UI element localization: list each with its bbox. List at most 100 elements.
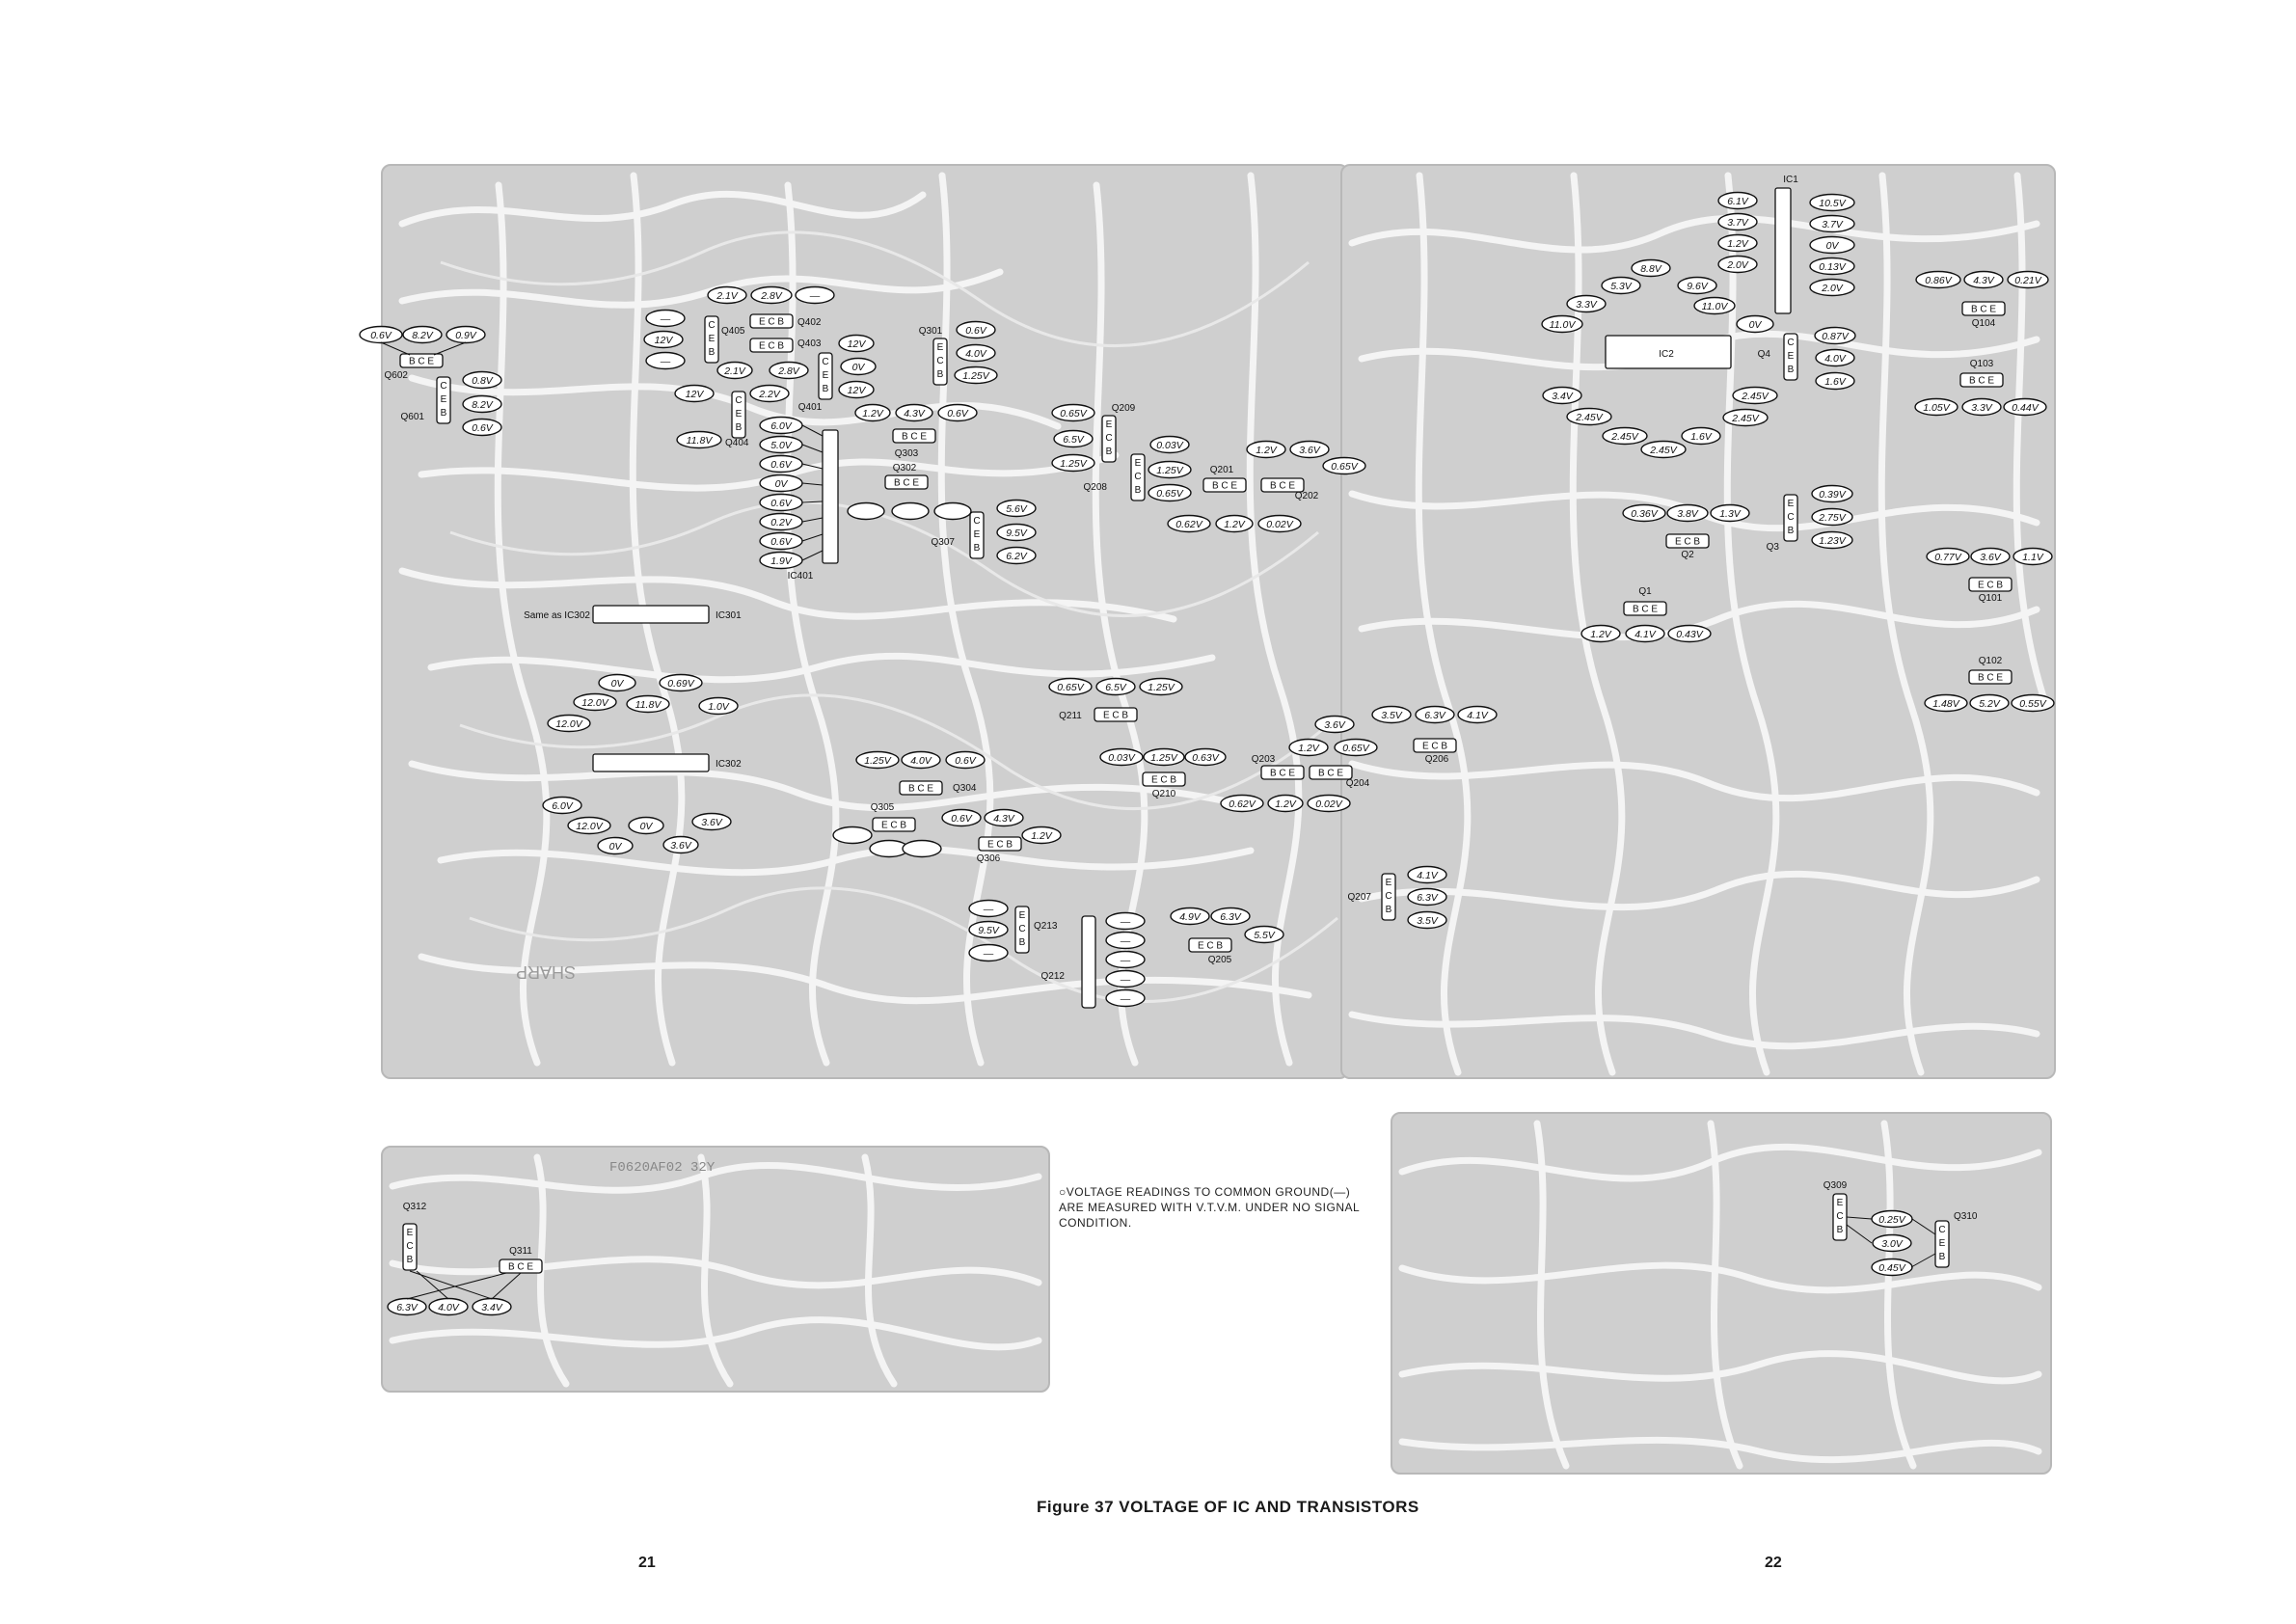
voltage-oval <box>795 285 835 305</box>
transistor-pin-letters: E C B <box>759 341 784 352</box>
voltage-oval <box>462 370 502 390</box>
voltage-oval <box>1809 278 1855 297</box>
voltage-reading: — <box>660 313 671 325</box>
voltage-oval <box>1814 326 1856 345</box>
voltage-reading: 1.6V <box>1690 431 1713 443</box>
voltage-oval <box>984 808 1024 827</box>
voltage-reading: 0.02V <box>1266 519 1293 530</box>
voltage-oval <box>598 673 636 692</box>
voltage-reading: 8.2V <box>472 399 494 411</box>
voltage-reading: 3.3V <box>1971 402 1993 414</box>
transistor-pin-letters: E C B <box>881 821 906 831</box>
voltage-reading: 2.45V <box>1741 391 1769 402</box>
voltage-reading: 0.39V <box>1819 489 1846 501</box>
component-label: Q102 <box>1979 656 2003 666</box>
voltage-oval <box>1148 483 1192 502</box>
voltage-oval <box>1566 407 1612 426</box>
voltage-oval <box>1542 386 1582 405</box>
component-label: Q310 <box>1954 1211 1978 1222</box>
voltage-reading: 11.8V <box>635 699 662 711</box>
lead-line <box>1846 1216 1873 1220</box>
voltage-oval <box>659 673 703 692</box>
component-label: IC1 <box>1783 175 1798 185</box>
transistor-pin-letters: B C E <box>1633 605 1658 615</box>
voltage-oval <box>855 750 900 770</box>
voltage-oval <box>1915 270 1961 289</box>
transistor-pin-letters: E C B <box>759 317 784 328</box>
voltage-oval <box>1095 677 1136 696</box>
component-label: Q4 <box>1758 349 1771 360</box>
voltage-reading: 5.2V <box>1979 698 2001 710</box>
component-label: Q209 <box>1112 403 1136 414</box>
voltage-oval <box>462 394 502 414</box>
transistor-body <box>1783 494 1798 542</box>
voltage-reading: 1.2V <box>1590 629 1612 640</box>
voltage-reading: 4.0V <box>965 348 987 360</box>
voltage-oval <box>662 835 699 854</box>
board-code-mark: F0620AF02 32Y <box>609 1160 716 1176</box>
voltage-oval <box>1580 624 1621 643</box>
lead-line <box>801 482 824 486</box>
voltage-reading: — <box>983 948 994 960</box>
lead-line <box>1910 1253 1936 1268</box>
transistor-body <box>399 353 444 368</box>
voltage-reading: 0.62V <box>1175 519 1202 530</box>
transistor-pin-letter: E <box>407 1228 414 1238</box>
voltage-oval <box>1105 969 1146 988</box>
component-label: Q101 <box>1979 593 2003 604</box>
voltage-reading: 6.3V <box>396 1302 419 1313</box>
voltage-reading: 2.8V <box>760 290 783 302</box>
voltage-oval <box>1139 677 1183 696</box>
component-label: Q2 <box>1681 550 1694 560</box>
voltage-reading: 2.45V <box>1610 431 1638 443</box>
transistor-body <box>1094 707 1138 722</box>
voltage-oval <box>1105 988 1146 1008</box>
voltage-oval <box>902 839 942 858</box>
transistor-pin-letters: B C E <box>1212 481 1237 492</box>
voltage-oval <box>840 357 877 376</box>
voltage-reading: 1.2V <box>1298 743 1320 754</box>
voltage-reading: 0.6V <box>951 813 973 825</box>
voltage-reading: 2.1V <box>723 365 746 377</box>
voltage-reading: 6.3V <box>1424 710 1446 721</box>
voltage-oval <box>1105 911 1146 931</box>
lead-line <box>1911 1218 1936 1235</box>
voltage-oval <box>1407 865 1447 884</box>
voltage-reading: 2.0V <box>1726 259 1749 271</box>
voltage-reading: 1.2V <box>862 408 884 420</box>
voltage-oval <box>1149 435 1190 454</box>
voltage-oval <box>901 750 941 770</box>
voltage-reading: 1.0V <box>708 701 730 713</box>
voltage-reading: 1.2V <box>1031 830 1053 842</box>
voltage-oval <box>956 320 996 339</box>
voltage-oval <box>402 325 443 344</box>
voltage-oval <box>643 330 684 349</box>
voltage-oval <box>749 384 790 403</box>
transistor-pin-letters: E C B <box>1151 775 1176 786</box>
voltage-reading: 6.5V <box>1105 682 1127 693</box>
voltage-reading: 0.03V <box>1156 440 1183 451</box>
voltage-reading: — <box>809 290 821 302</box>
ic1-body <box>1774 187 1792 314</box>
component-label: Q201 <box>1210 465 1234 475</box>
component-label: Q402 <box>797 317 822 328</box>
voltage-oval <box>1105 950 1146 969</box>
transistor-body <box>1142 771 1186 787</box>
lead-line <box>801 463 824 470</box>
voltage-reading: 8.8V <box>1640 263 1662 275</box>
voltage-reading: 12V <box>655 335 674 346</box>
component-label: Q309 <box>1823 1180 1848 1191</box>
main-right-board <box>1340 164 2056 1079</box>
transistor-body <box>1961 301 2006 316</box>
pcb-traces-small-right <box>1398 1120 2042 1470</box>
transistor-pin-letter: B <box>441 408 447 419</box>
voltage-oval <box>996 499 1037 518</box>
voltage-reading: 0V <box>775 478 789 490</box>
voltage-reading: 12V <box>848 385 867 396</box>
component-label: Q602 <box>385 370 409 381</box>
voltage-oval <box>2003 397 2047 417</box>
voltage-reading: 0.87V <box>1822 331 1849 342</box>
page-number-right: 22 <box>1765 1555 1782 1571</box>
transistor-body <box>731 391 746 439</box>
voltage-reading: 0.6V <box>965 325 987 337</box>
